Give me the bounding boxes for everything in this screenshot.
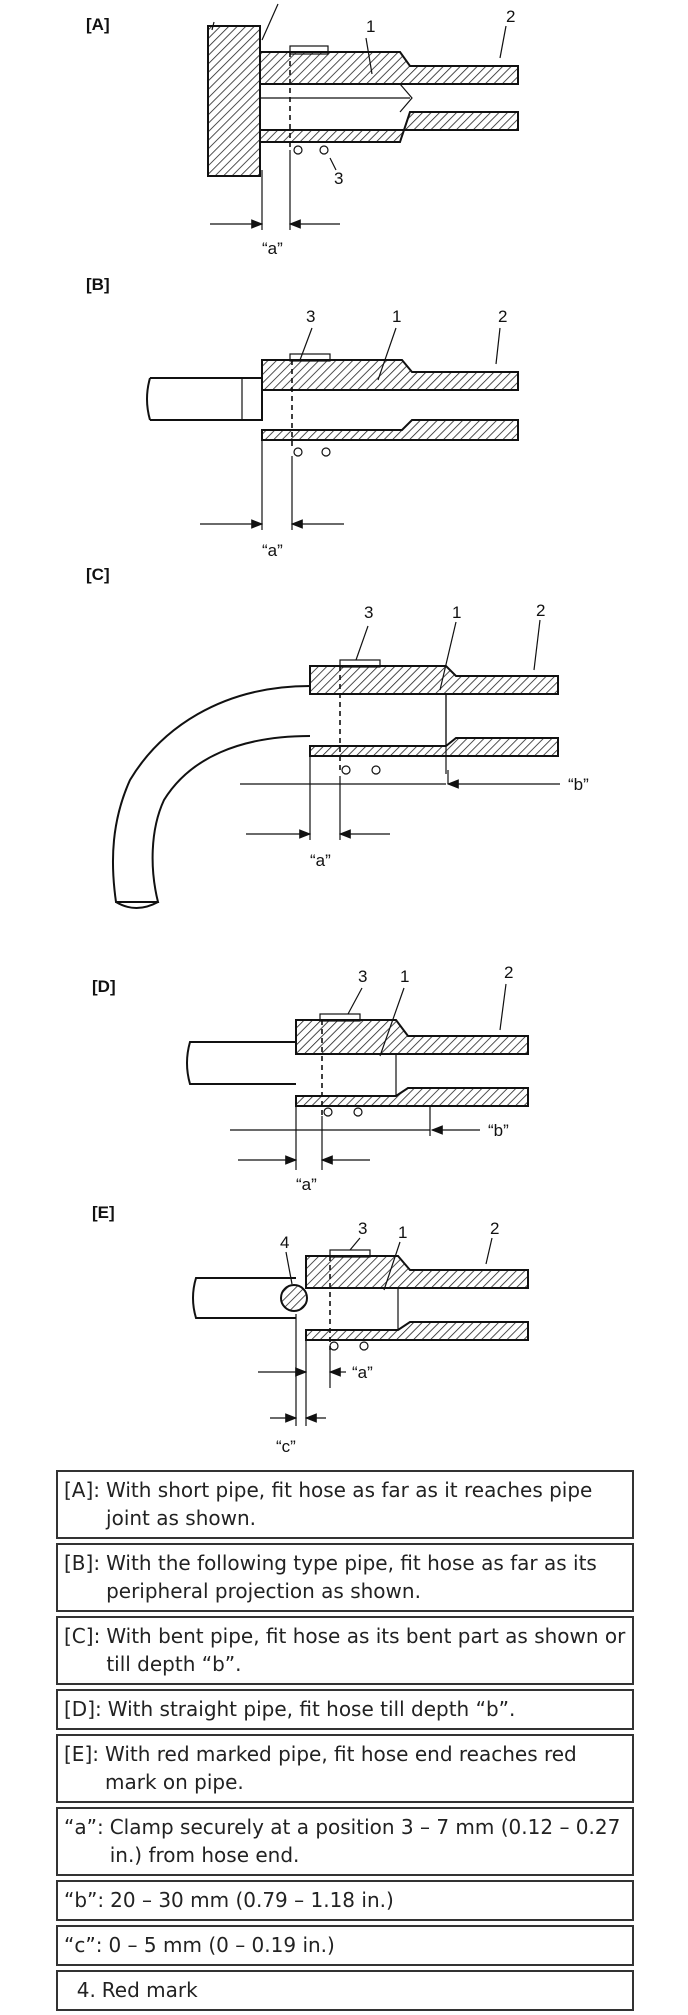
part-number: 3 [364,603,373,622]
legend-text: Red mark [101,1978,198,2002]
legend-row: “a”:Clamp securely at a position 3 – 7 m… [56,1807,634,1876]
dim-label: “a” [262,541,283,560]
part-number: 2 [498,307,507,326]
part-number: 3 [334,169,343,188]
legend-key: “a”: [64,1815,104,1839]
legend-key: [C]: [64,1624,101,1648]
legend-text: With bent pipe, fit hose as its bent par… [106,1624,626,1676]
legend-text: 20 – 30 mm (0.79 – 1.18 in.) [110,1888,394,1912]
legend-key: [E]: [64,1742,99,1766]
part-number: 2 [490,1219,499,1238]
hose [309,665,559,695]
panel-c: [C] 3 1 2 “b” “a” [86,565,589,909]
legend-text: Clamp securely at a position 3 – 7 mm (0… [109,1815,621,1867]
legend-key: “c”: [64,1933,103,1957]
part-number: 1 [392,307,401,326]
legend-row: [E]:With red marked pipe, fit hose end r… [56,1734,634,1803]
dim-label: “a” [352,1363,373,1382]
legend-row: [D]:With straight pipe, fit hose till de… [56,1689,634,1730]
dim-label: “b” [488,1121,509,1140]
panel-e-label: [E] [92,1203,115,1222]
pipe [192,1277,296,1319]
part-number: 1 [452,603,461,622]
wall-joint [207,25,261,177]
legend-text: 0 – 5 mm (0 – 0.19 in.) [108,1933,335,1957]
pipe [150,377,263,421]
dim-label: “a” [310,851,331,870]
part-number: 2 [506,7,515,26]
hose [305,1255,529,1289]
part-number: 1 [398,1223,407,1242]
hose [261,359,519,391]
pipe [186,1041,296,1085]
dim-label: “b” [568,775,589,794]
hose-fitting-diagram: [A] 1 2 3 “a” [B] 3 [86,3,589,1222]
panel-a-label: [A] [86,15,110,34]
hose [259,51,519,85]
legend-key: [A]: [64,1478,101,1502]
part-number: 3 [306,307,315,326]
legend-row: [A]:With short pipe, fit hose as far as … [56,1470,634,1539]
leader-a [261,3,279,41]
part-number: 1 [400,967,409,986]
part-number: 1 [366,17,375,36]
legend-row: [B]:With the following type pipe, fit ho… [56,1543,634,1612]
legend-key: 4. [64,1978,96,2002]
bent-pipe [111,685,311,903]
dim-label: “a” [262,239,283,258]
part-number: 4 [280,1233,289,1252]
panel-d: [D] 3 1 2 “b” “a” [92,963,529,1194]
part-number: 2 [504,963,513,982]
legend-row: “c”:0 – 5 mm (0 – 0.19 in.) [56,1925,634,1966]
legend-text: With the following type pipe, fit hose a… [106,1551,597,1603]
legend-key: “b”: [64,1888,105,1912]
panel-c-label: [C] [86,565,110,584]
legend-key: [B]: [64,1551,101,1575]
legend-text: With straight pipe, fit hose till depth … [107,1697,516,1721]
legend-text: With red marked pipe, fit hose end reach… [104,1742,577,1794]
part-number: 3 [358,1219,367,1238]
panel-d-label: [D] [92,977,116,996]
panel-e: [E] [92,1203,115,1222]
dim-label: “c” [276,1437,296,1456]
legend-row: “b”:20 – 30 mm (0.79 – 1.18 in.) [56,1880,634,1921]
panel-e-figure: 4 3 1 2 “a” “c” [192,1219,529,1456]
part-number: 3 [358,967,367,986]
legend-key: [D]: [64,1697,102,1721]
panel-a: [A] 1 2 3 “a” [86,3,519,258]
legend-row: 4.Red mark [56,1970,634,2011]
legend-text: With short pipe, fit hose as far as it r… [106,1478,593,1530]
part-number: 2 [536,601,545,620]
dim-label: “a” [296,1175,317,1194]
panel-b-label: [B] [86,275,110,294]
red-mark [280,1284,308,1312]
panel-b: [B] 3 1 2 “a” [86,275,519,560]
legend-table: [A]:With short pipe, fit hose as far as … [56,1470,634,2015]
legend-row: [C]:With bent pipe, fit hose as its bent… [56,1616,634,1685]
hose [295,1019,529,1055]
